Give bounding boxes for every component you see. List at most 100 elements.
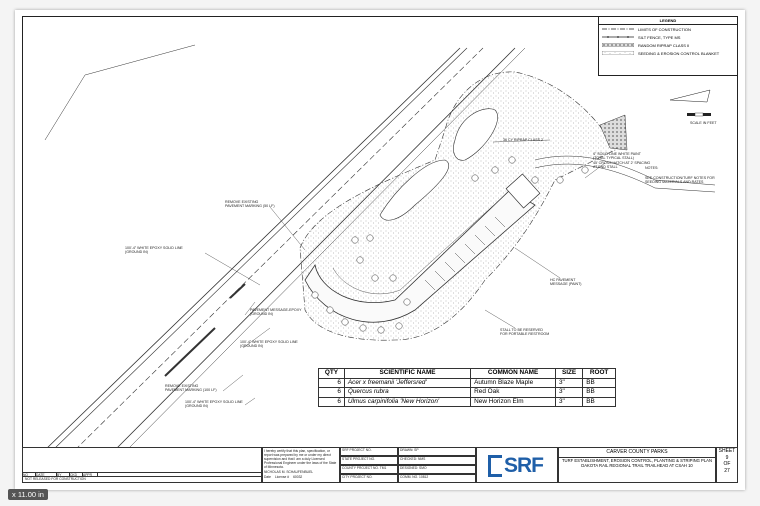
srf-project-cell: SRF PROJECT NO.: [340, 447, 398, 456]
root-cell: BB: [582, 387, 616, 398]
comm-number: COMM. NO. 10812: [398, 474, 476, 483]
size-cell: 3": [554, 377, 584, 388]
size-cell: 3": [554, 387, 584, 398]
scientific-name-cell: Ulmus carpinifolia 'New Horizon': [343, 396, 472, 407]
plan-sheet: LEGEND LIMITS OF CONSTRUCTION SILT FENCE…: [15, 10, 745, 490]
pavement-message-note: PAVEMENT MESSAGE-EPOXY (GROUND IN): [250, 308, 302, 317]
sheet-number-block: SHEET 9 OF 27: [716, 447, 738, 483]
restroom-note: STALL TO BE RESERVED FOR PORTABLE RESTRO…: [500, 328, 550, 337]
rev-col-no: NO: [23, 473, 36, 477]
line-note-bottom: 100'-4" WHITE EPOXY SOLID LINE (GROUND I…: [185, 400, 243, 409]
client-name: CARVER COUNTY PARKS: [606, 449, 668, 455]
parking-lot: [304, 189, 536, 323]
seeding-area: [299, 71, 616, 341]
riprap-area: [599, 114, 628, 151]
legend-item: RANDOM RIPRAP CLASS II: [599, 41, 737, 49]
legend-label: RANDOM RIPRAP CLASS II: [638, 42, 690, 48]
table-row: 6 Acer x freemanii 'Jeffersred' Autumn B…: [318, 377, 616, 388]
riprap-hatch-icon: [602, 43, 634, 47]
revision-header: NO DATE BY CKD APPR: [23, 472, 261, 477]
road-striping: [164, 283, 246, 377]
legend-label: LIMITS OF CONSTRUCTION: [638, 26, 691, 32]
qty-cell: 6: [318, 387, 345, 398]
line-note-top: 100'-4" WHITE EPOXY SOLID LINE (GROUND I…: [125, 246, 183, 255]
signer-name: NICHOLAS M. SCHAUFENBUEL: [264, 470, 314, 474]
trees: [311, 156, 589, 334]
revision-desc: NOT RELEASED FOR CONSTRUCTION: [23, 476, 263, 482]
srf-logo-bracket-icon: [488, 455, 502, 477]
north-arrow-icon: [669, 89, 711, 117]
city-project-cell: CITY PROJECT NO.: [340, 474, 398, 483]
sheet-description-1: TURF ESTABLISHMENT, EROSION CONTROL, PLA…: [559, 457, 715, 463]
common-name-cell: Autumn Blaze Maple: [470, 377, 556, 388]
legend-item: SEEDING & EROSION CONTROL BLANKET: [599, 49, 737, 57]
plant-schedule-table: QTY SCIENTIFIC NAME COMMON NAME SIZE ROO…: [318, 368, 616, 407]
srf-logo: SRF: [488, 452, 554, 480]
sheet-total: 27: [724, 467, 730, 474]
common-name-cell: Red Oak: [470, 387, 556, 398]
drawn-by: DRAWN: SP: [398, 447, 476, 456]
scientific-name-cell: Quercus rubra: [343, 387, 472, 398]
dash-dot-line-icon: [602, 28, 634, 30]
remove-marking-bottom-note: REMOVE EXISTING PAVEMENT MARKING (100 LF…: [165, 384, 217, 393]
col-root: ROOT: [582, 368, 616, 379]
certification-text: I hereby certify that this plan, specifi…: [264, 449, 337, 469]
scale-label: SCALE IN FEET: [690, 121, 717, 125]
county-project-cell: COUNTY PROJECT NO. TM1: [340, 465, 398, 474]
table-row: 6 Ulmus carpinifolia 'New Horizon' New H…: [318, 396, 616, 407]
common-name-cell: New Horizon Elm: [470, 396, 556, 407]
hc-message-note: HC PAVEMENT MESSAGE (PAINT): [550, 278, 582, 287]
legend-title: LEGEND: [599, 17, 737, 25]
notes-body: SEE CONSTRUCTION/TURF NOTES FOR SEEDING …: [645, 176, 715, 185]
revision-block: NO DATE BY CKD APPR NOT RELEASED FOR CON…: [22, 447, 263, 483]
srf-logo-text: SRF: [504, 454, 544, 477]
checked-by: CHECKED: NMS: [398, 456, 476, 465]
root-cell: BB: [582, 396, 616, 407]
leader-lines: [204, 139, 606, 406]
site-plan-drawing: [44, 44, 716, 451]
island-upper: [453, 108, 498, 161]
county-project-label: COUNTY PROJECT NO.: [342, 466, 379, 470]
root-cell: BB: [582, 377, 616, 388]
certification-block: I hereby certify that this plan, specifi…: [262, 447, 340, 483]
county-project-number: TM1: [379, 466, 387, 470]
scale-bar: [687, 112, 711, 117]
date-label: Date: [264, 475, 271, 479]
sheet-of-label: OF: [723, 461, 731, 467]
rev-col-date: DATE: [36, 473, 57, 477]
sheet-description-2: DAKOTA RAIL REGIONAL TRAIL TRAILHEAD AT …: [581, 463, 693, 468]
trail: [534, 155, 716, 186]
col-scientific-name: SCIENTIFIC NAME: [343, 368, 472, 379]
legend-label: SEEDING & EROSION CONTROL BLANKET: [638, 50, 720, 56]
table-header-row: QTY SCIENTIFIC NAME COMMON NAME SIZE ROO…: [318, 368, 616, 379]
line-note-mid: 100'-4" WHITE EPOXY SOLID LINE (GROUND I…: [240, 340, 298, 349]
scientific-name-cell: Acer x freemanii 'Jeffersred': [343, 377, 472, 388]
legend-item: LIMITS OF CONSTRUCTION: [599, 25, 737, 33]
license-label: License #: [274, 475, 290, 479]
designed-by: DESIGNED: SMO: [398, 465, 476, 474]
legend-item: SILT FENCE, TYPE MS: [599, 33, 737, 41]
notes-title: NOTES:: [645, 166, 659, 170]
col-size: SIZE: [554, 368, 584, 379]
island-middle: [379, 159, 450, 221]
rev-col-by: BY: [57, 473, 70, 477]
state-project-cell: STATE PROJECT NO.: [340, 456, 398, 465]
stipple-hatch-icon: [602, 51, 634, 55]
rev-col-ckd: CKD: [70, 473, 83, 477]
table-row: 6 Quercus rubra Red Oak 3" BB: [318, 387, 616, 398]
parking-stalls: [424, 216, 506, 291]
riprap-note: 36 CY RIPRAP CLASS 2: [503, 138, 544, 142]
qty-cell: 6: [318, 377, 345, 388]
legend-label: SILT FENCE, TYPE MS: [638, 34, 681, 40]
project-title-block: CARVER COUNTY PARKS TURF ESTABLISHMENT, …: [558, 447, 716, 483]
sheet-number: 9: [725, 454, 729, 461]
rev-col-appr: APPR: [83, 473, 98, 477]
white-paint-note: 4" SOLID LINE WHITE PAINT (TOTAL TYPICAL…: [593, 152, 651, 169]
remove-marking-top-note: REMOVE EXISTING PAVEMENT MARKING (50 LF): [225, 200, 275, 209]
qty-cell: 6: [318, 396, 345, 407]
license-row: Date License # 60032: [264, 475, 338, 479]
legend: LEGEND LIMITS OF CONSTRUCTION SILT FENCE…: [598, 16, 738, 76]
size-cell: 3": [554, 396, 584, 407]
sheet-label: SHEET: [718, 448, 736, 454]
shelter: [505, 173, 541, 209]
